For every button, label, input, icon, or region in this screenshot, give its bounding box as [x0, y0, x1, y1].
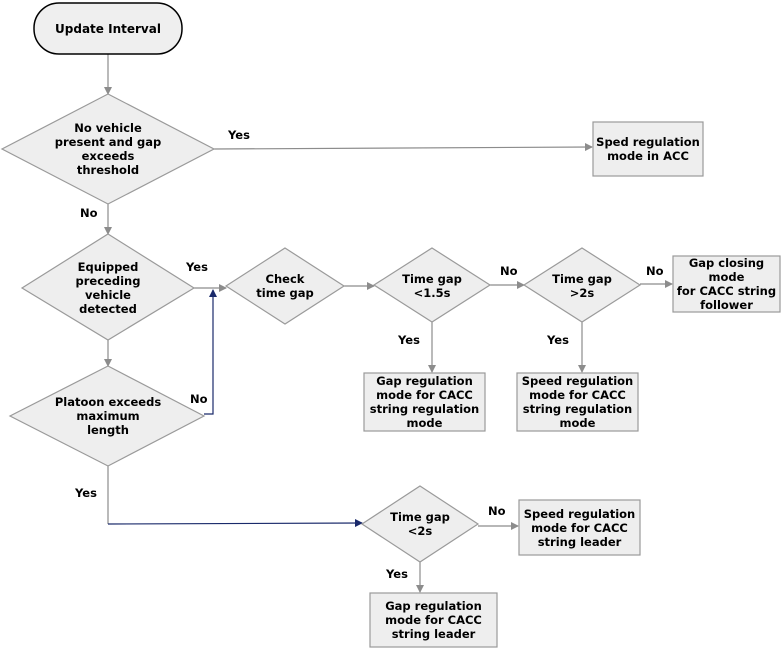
edge-label-yes-equipped: Yes: [186, 260, 208, 274]
speed-reg-string-label: Speed regulation mode for CACC string re…: [521, 374, 634, 430]
gap-leader-label: Time gap <2s: [390, 510, 450, 538]
gap-leader-process-label: Gap regulation mode for CACC string lead…: [385, 599, 482, 641]
edge-label-no-platoon: No: [190, 392, 208, 406]
equipped-label: Equipped preceding vehicle detected: [75, 260, 141, 316]
process-gap-leader: [369, 592, 498, 648]
edge-label-yes-leader: Yes: [386, 567, 408, 581]
process-gap-reg-string: [363, 372, 486, 432]
edge-no-vehicle-yes-to-acc: [213, 143, 593, 152]
check-gap-label: Check time gap: [256, 272, 314, 300]
process-speed-leader: [518, 499, 641, 556]
edge-label-no-leader: No: [488, 504, 506, 518]
gap-15-label: Time gap <1.5s: [402, 272, 462, 300]
gap-2-label: Time gap >2s: [552, 272, 612, 300]
edge-label-yes-2: Yes: [547, 333, 569, 347]
speed-acc-label: Sped regulation mode in ACC: [596, 135, 700, 163]
edge-label-yes-acc: Yes: [228, 128, 250, 142]
decision-check-gap: [224, 247, 346, 325]
start-terminator: [33, 2, 183, 55]
speed-leader-label: Speed regulation mode for CACC string le…: [523, 506, 636, 549]
edge-label-yes-platoon: Yes: [75, 486, 97, 500]
decision-gap-15: [372, 247, 492, 323]
gap-closing-label: Gap closing mode for CACC string followe…: [676, 256, 777, 312]
edge-platoon-no-to-check: [204, 289, 217, 415]
decision-platoon: [8, 365, 206, 467]
decision-equipped: [20, 233, 196, 341]
process-gap-closing: [672, 255, 781, 313]
edge-label-yes-15: Yes: [398, 333, 420, 347]
process-speed-reg-string: [516, 372, 639, 432]
edge-platoon-yes-to-leader: [107, 519, 363, 528]
gap-reg-string-label: Gap regulation mode for CACC string regu…: [369, 374, 480, 430]
edge-label-no-15: No: [500, 264, 518, 278]
decision-gap-2: [522, 247, 642, 323]
no-vehicle-label: No vehicle present and gap exceeds thres…: [54, 121, 162, 177]
start-label: Update Interval: [55, 21, 161, 36]
platoon-label: Platoon exceeds maximum length: [54, 395, 162, 437]
process-speed-acc: [592, 121, 704, 177]
edge-label-no-2: No: [646, 264, 664, 278]
decision-no-vehicle: [0, 93, 216, 205]
decision-gap-leader: [360, 485, 480, 563]
edge-label-no-equipped: No: [80, 206, 98, 220]
